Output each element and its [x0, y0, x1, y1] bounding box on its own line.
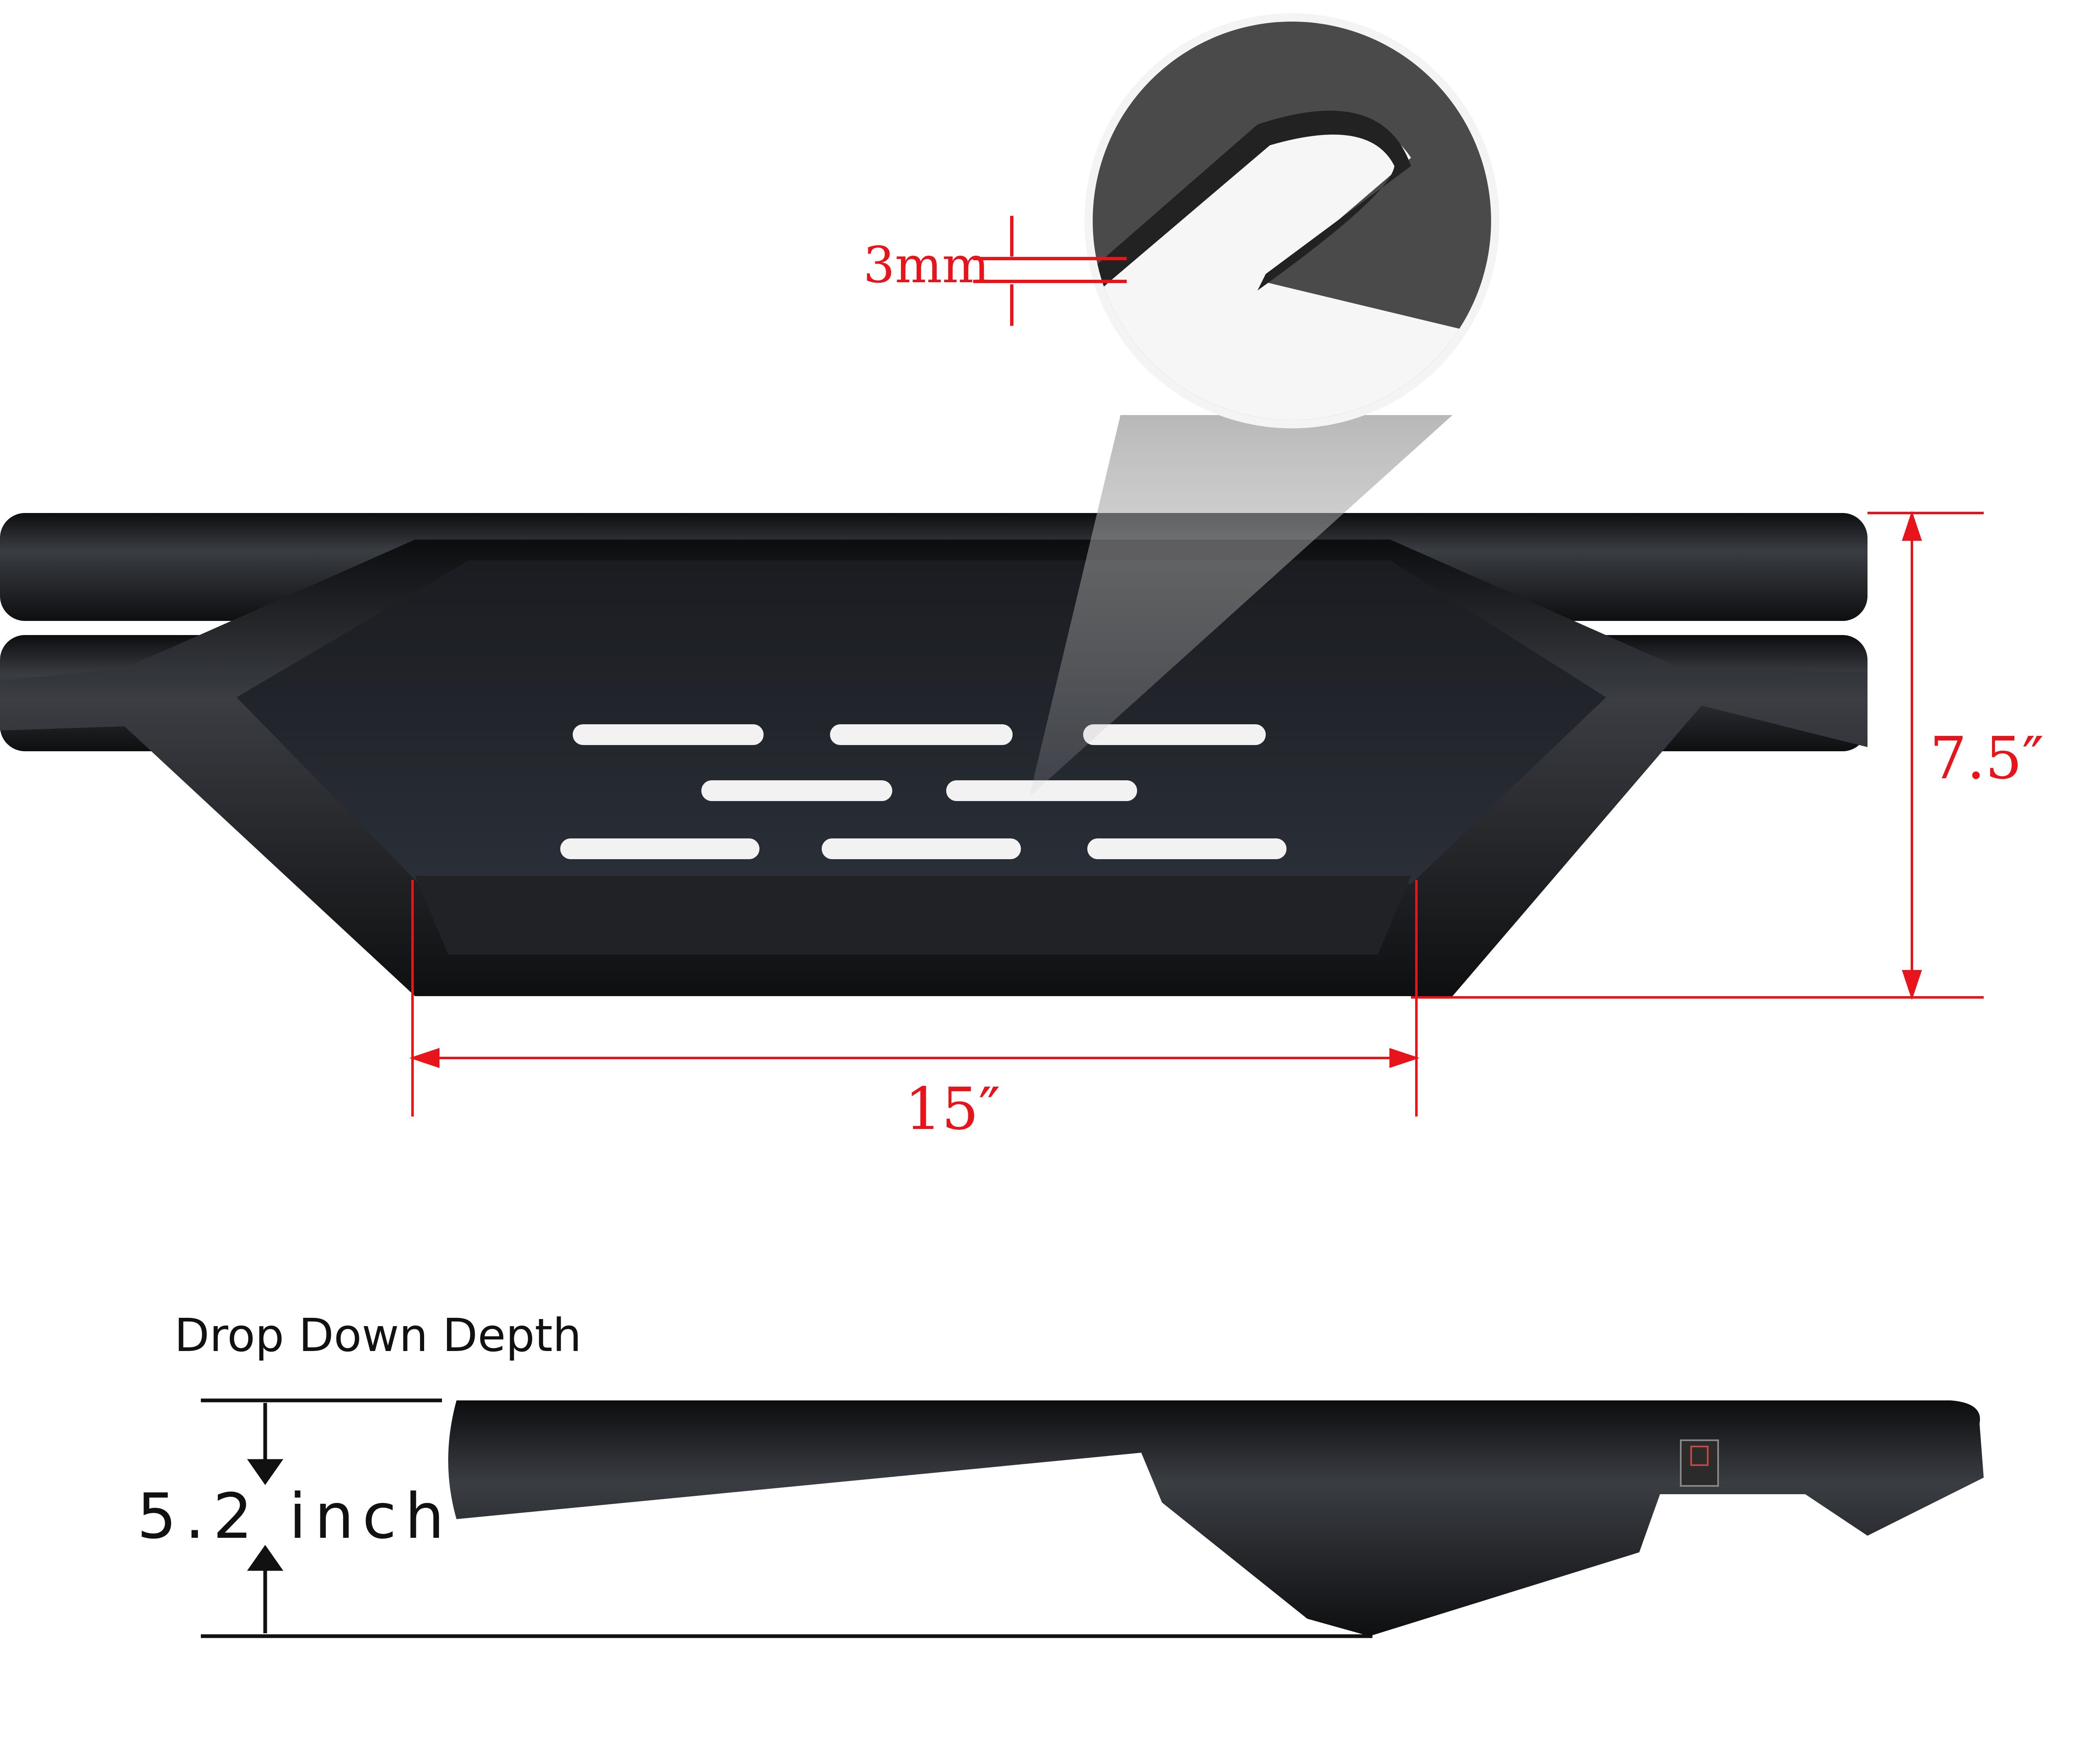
drop-depth-label: 5.2 inch	[137, 1481, 453, 1553]
height-dimension	[1411, 511, 1984, 1000]
height-label: 7.5″	[1930, 725, 2044, 792]
step-bar-side-view	[448, 1400, 1984, 1636]
step-slots	[560, 724, 1286, 859]
drop-depth-dimension	[201, 1398, 1372, 1638]
detail-magnifier	[1084, 13, 1499, 428]
thickness-label: 3mm	[863, 237, 989, 294]
length-dimension	[409, 880, 1420, 1117]
step-bar-top-view	[0, 415, 1868, 996]
thickness-callout	[973, 216, 1127, 326]
length-label: 15″	[905, 1075, 1000, 1143]
drop-depth-title: Drop Down Depth	[174, 1309, 581, 1362]
